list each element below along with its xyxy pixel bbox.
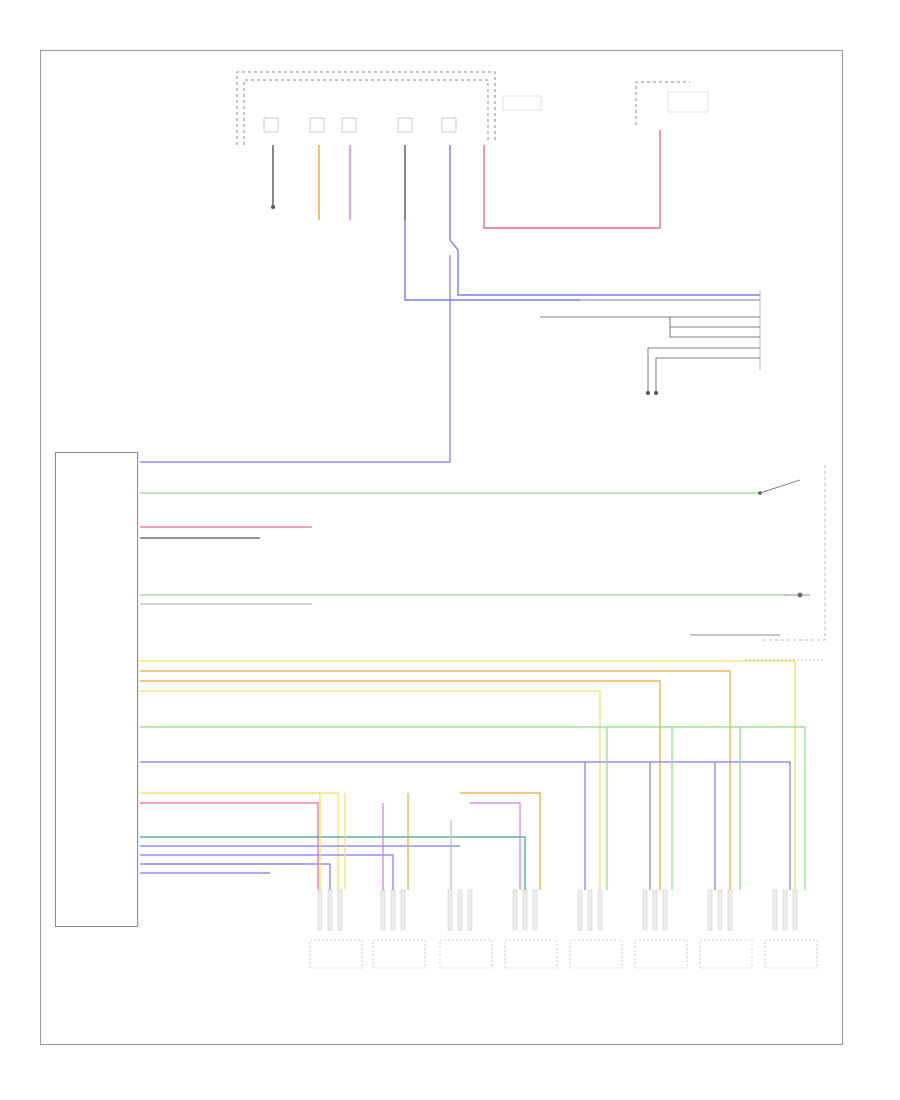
sensor-pin [380,889,386,931]
sensor-pin [792,889,798,931]
sensor-group [309,889,818,969]
sensor-pin [447,889,453,931]
right-switches [690,465,826,661]
sensor-pin [337,889,343,931]
sensor-pin [652,889,658,931]
sensor-pin [390,889,396,931]
sensor-s3 [439,939,493,969]
sensor-pin [522,889,528,931]
sensor-pin [457,889,463,931]
upper-bus [540,290,761,392]
sensor-s1 [309,939,363,969]
sensor-pin [317,889,323,931]
sensor-pin [467,889,473,931]
diagram-frame [40,50,843,1045]
sensor-s2 [372,939,426,969]
module-wires [140,255,806,890]
sensor-pin [727,889,733,931]
sensor-pin [707,889,713,931]
top-connectors [263,91,709,133]
sensor-pin [512,889,518,931]
sensor-pin [772,889,778,931]
sensor-pin [400,889,406,931]
battery-junction-outline [635,81,690,125]
sensor-s7 [699,939,753,969]
sensor-pin [587,889,593,931]
sensor-pin [327,889,333,931]
sensor-drops [319,727,741,890]
sensor-s6 [634,939,688,969]
sensor-pin [577,889,583,931]
top-wires [272,130,760,301]
sensor-s4 [504,939,558,969]
parking-aid-module [55,452,138,927]
sensor-pin [642,889,648,931]
sensor-pin [782,889,788,931]
sensor-s5 [569,939,623,969]
fuse-box-outline [236,71,496,145]
sensor-s8 [764,939,818,969]
sensor-pin [597,889,603,931]
sensor-pin [717,889,723,931]
sensor-pin [532,889,538,931]
ground-symbols [271,205,658,395]
sensor-pin [662,889,668,931]
